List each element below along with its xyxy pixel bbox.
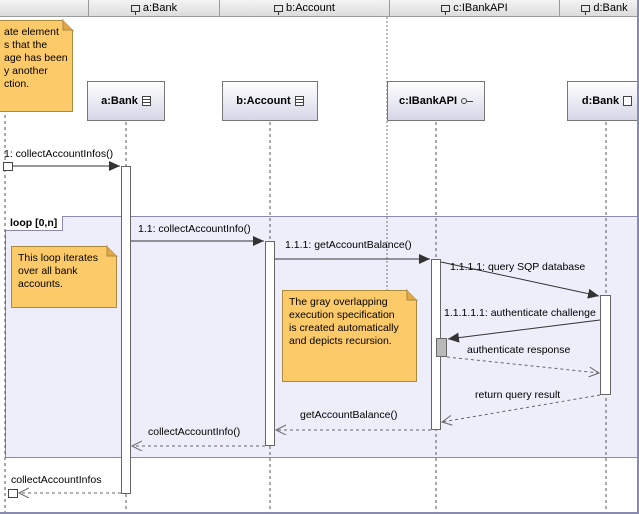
msg-1-1-1-1-1-arrow[interactable]	[447, 319, 601, 343]
header-cell-d-bank[interactable]: d:Bank	[559, 0, 639, 16]
msg-1-1-1-label: 1.1.1: getAccountBalance()	[285, 239, 412, 251]
canvas-right-border	[637, 0, 639, 514]
class-icon	[141, 96, 151, 106]
note-loop[interactable]: This loop iterates over all bank account…	[11, 246, 117, 308]
header-cell-b-account[interactable]: b:Account	[219, 0, 389, 16]
reply-query-label: return query result	[475, 389, 561, 401]
reply-balance-label: getAccountBalance()	[300, 409, 398, 421]
object-b-account[interactable]: b:Account	[222, 81, 318, 121]
gate-out[interactable]	[8, 489, 18, 498]
activation-a-bank[interactable]	[121, 166, 131, 494]
interface-icon	[461, 97, 474, 105]
lifeline-icon	[441, 4, 451, 15]
msg-1-label: 1: collectAccountInfos()	[4, 148, 114, 160]
reply-infos-label: collectAccountInfos	[11, 474, 102, 486]
msg-1-1-1-1-arrow[interactable]	[440, 261, 600, 299]
reply-query-arrow[interactable]	[442, 394, 601, 422]
note-recursion[interactable]: The gray overlapping execution specifica…	[282, 290, 417, 382]
header-cell-a-bank[interactable]: a:Bank	[88, 0, 219, 16]
object-d-bank[interactable]: d:Bank	[567, 81, 639, 121]
header-cell-c-ibankapi[interactable]: c:IBankAPI	[389, 0, 559, 16]
gate-in[interactable]	[3, 162, 13, 171]
lifeline-icon	[274, 4, 284, 15]
object-a-bank[interactable]: a:Bank	[87, 81, 165, 121]
activation-c-ibankapi-recursion[interactable]	[436, 338, 447, 357]
msg-1-1-1-1-1-label: 1.1.1.1.1: authenticate challenge	[444, 307, 596, 319]
msg-1-1-1-1-label: 1.1.1.1: query SQP database	[450, 261, 586, 273]
msg-1-1-label: 1.1: collectAccountInfo()	[138, 223, 251, 235]
lifeline-header-bar: a:Bank b:Account c:IBankAPI d:Bank	[0, 0, 639, 17]
object-c-ibankapi[interactable]: c:IBankAPI	[387, 81, 485, 121]
lifeline-icon	[130, 4, 140, 15]
loop-fragment-label: loop [0,n]	[5, 216, 64, 231]
activation-b-account[interactable]	[265, 241, 275, 446]
lifeline-icon	[581, 4, 591, 15]
reply-authenticate-label: authenticate response	[467, 344, 571, 356]
canvas-bottom-border	[0, 512, 639, 514]
activation-d-bank[interactable]	[600, 295, 611, 395]
reply-authenticate-arrow[interactable]	[446, 356, 599, 373]
reply-info-label: collectAccountInfo()	[148, 426, 241, 438]
class-icon	[294, 96, 304, 106]
note-top-left[interactable]: ate element s that the age has been y an…	[0, 20, 73, 112]
component-icon	[623, 96, 633, 106]
